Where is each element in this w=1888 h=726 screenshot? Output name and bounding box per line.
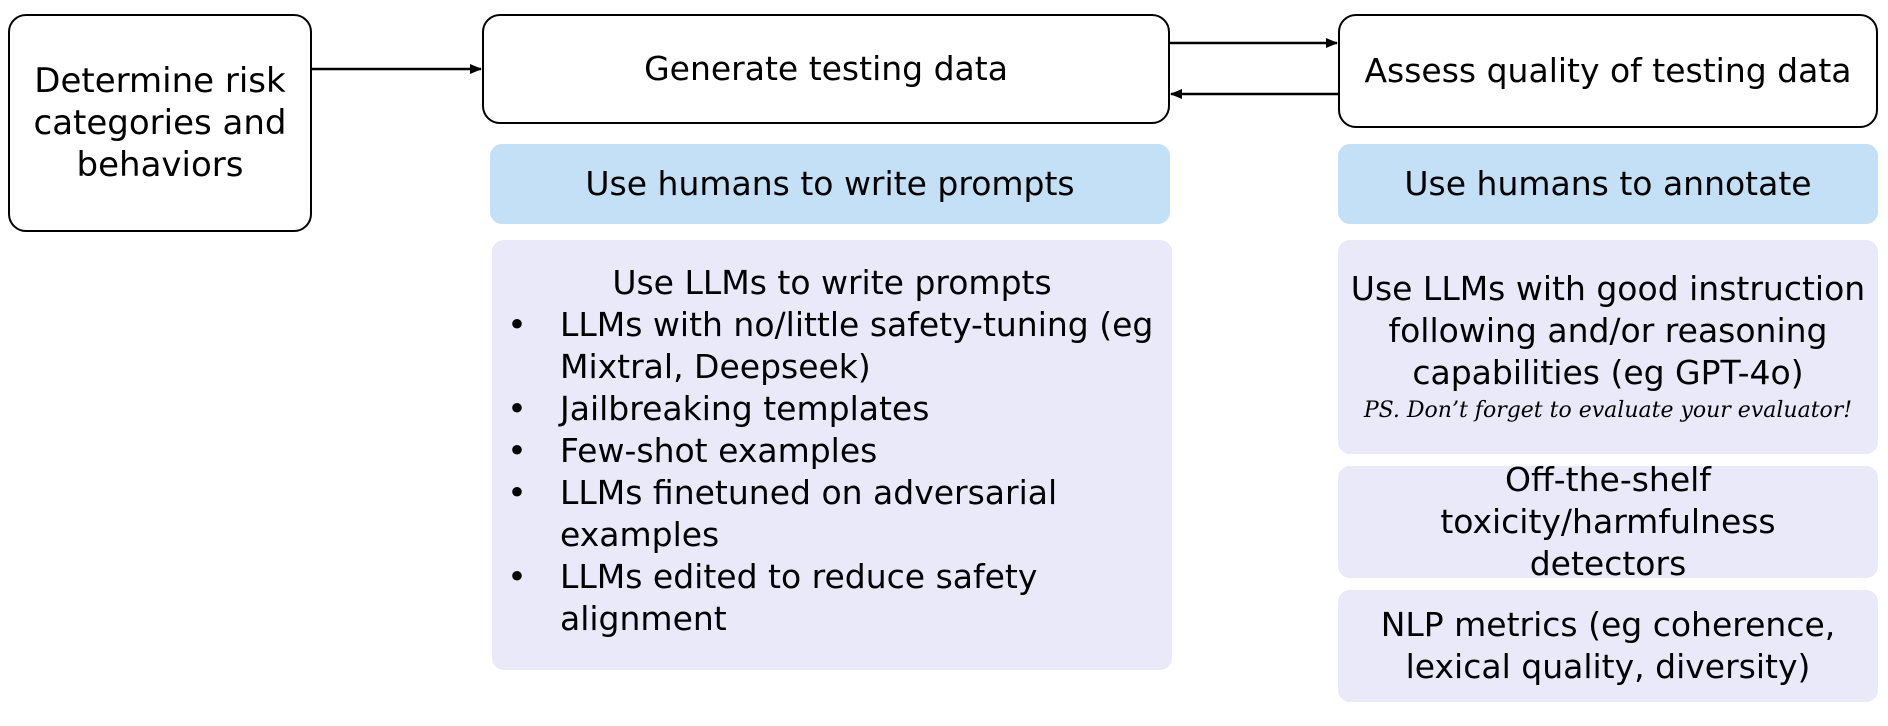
llms-annotate-box: Use LLMs with good instruction following… bbox=[1338, 240, 1878, 454]
bullet: • bbox=[507, 389, 527, 428]
assess-quality-node: Assess quality of testing data bbox=[1338, 14, 1878, 128]
determine-risk-node: Determine risk categories and behaviors bbox=[8, 14, 312, 232]
assess-quality-label: Assess quality of testing data bbox=[1364, 51, 1852, 90]
humans-write-prompts-box: Use humans to write prompts bbox=[490, 144, 1170, 224]
humans-write-prompts-label: Use humans to write prompts bbox=[585, 164, 1075, 203]
generate-testing-data-label: Generate testing data bbox=[644, 49, 1008, 88]
list-item-text: Few-shot examples bbox=[560, 431, 878, 470]
bullet: • bbox=[507, 557, 527, 596]
llms-annotate-label: Use LLMs with good instruction following… bbox=[1350, 269, 1866, 392]
nlp-metrics-box: NLP metrics (eg coherence, lexical quali… bbox=[1338, 590, 1878, 702]
humans-annotate-label: Use humans to annotate bbox=[1404, 164, 1812, 203]
generate-testing-data-node: Generate testing data bbox=[482, 14, 1170, 124]
determine-risk-label: Determine risk categories and behaviors bbox=[33, 61, 287, 185]
list-item: • Few-shot examples bbox=[507, 430, 1172, 472]
llms-write-prompts-box: Use LLMs to write prompts • LLMs with no… bbox=[492, 240, 1172, 670]
humans-annotate-box: Use humans to annotate bbox=[1338, 144, 1878, 224]
evaluator-note: PS. Don’t forget to evaluate your evalua… bbox=[1363, 398, 1853, 423]
bullet: • bbox=[507, 431, 527, 470]
list-item: • LLMs finetuned on adversarial examples bbox=[507, 472, 1172, 556]
list-item-text: LLMs finetuned on adversarial examples bbox=[560, 473, 1058, 554]
llm-prompt-methods-list: • LLMs with no/little safety-tuning (eg … bbox=[492, 304, 1172, 640]
bullet: • bbox=[507, 305, 527, 344]
llms-write-prompts-heading: Use LLMs to write prompts bbox=[612, 263, 1052, 302]
list-item: • LLMs with no/little safety-tuning (eg … bbox=[507, 304, 1172, 388]
list-item-text: Jailbreaking templates bbox=[560, 389, 930, 428]
list-item-text: LLMs with no/little safety-tuning (eg Mi… bbox=[560, 305, 1154, 386]
list-item-text: LLMs edited to reduce safety alignment bbox=[560, 557, 1038, 638]
detectors-label: Off-the-shelf toxicity/harmfulness detec… bbox=[1440, 460, 1776, 583]
detectors-box: Off-the-shelf toxicity/harmfulness detec… bbox=[1338, 460, 1878, 583]
list-item: • LLMs edited to reduce safety alignment bbox=[507, 556, 1172, 640]
nlp-metrics-label: NLP metrics (eg coherence, lexical quali… bbox=[1380, 605, 1836, 686]
bullet: • bbox=[507, 473, 527, 512]
list-item: • Jailbreaking templates bbox=[507, 388, 1172, 430]
